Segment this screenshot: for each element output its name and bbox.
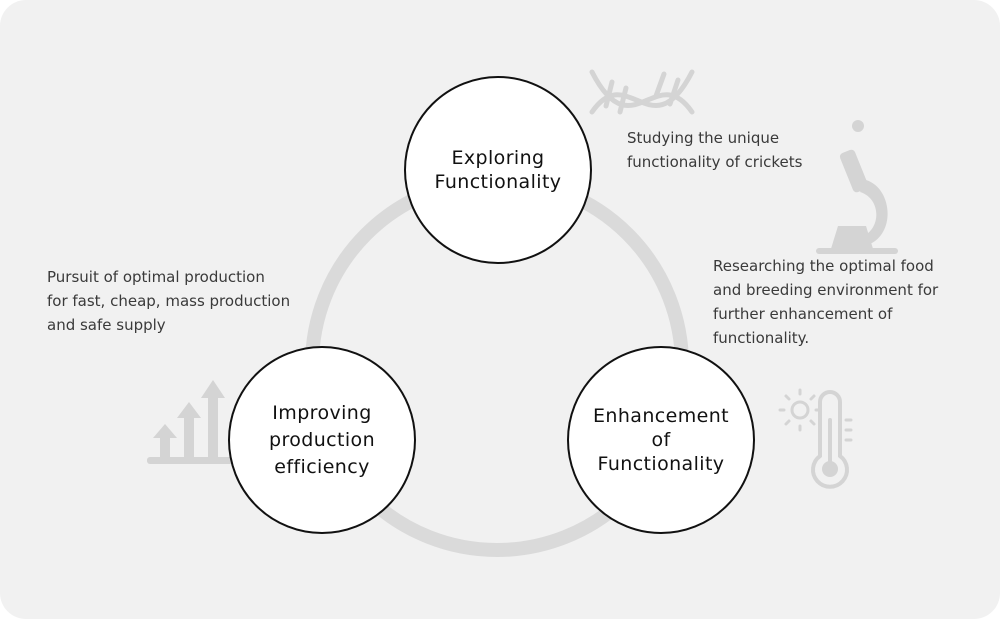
exploring-label: Exploring Functionality (434, 147, 562, 193)
microscope-icon (816, 120, 898, 254)
growth-arrows-icon (147, 380, 239, 464)
dna-icon (589, 69, 695, 115)
improving-caption: Pursuit of optimal production for fast, … (47, 268, 291, 334)
thermometer-icon (811, 390, 853, 489)
improving-label: Improving production efficiency (268, 401, 376, 478)
exploring-circle (404, 76, 592, 264)
enhancement-label: Enhancement of Functionality (593, 405, 729, 475)
enhancement-caption: Researching the optimal food and breedin… (713, 257, 939, 347)
sun-icon (778, 388, 822, 432)
improving-circle (228, 346, 416, 534)
enhancement-circle (567, 346, 755, 534)
exploring-caption: Studying the unique functionality of cri… (627, 129, 803, 171)
